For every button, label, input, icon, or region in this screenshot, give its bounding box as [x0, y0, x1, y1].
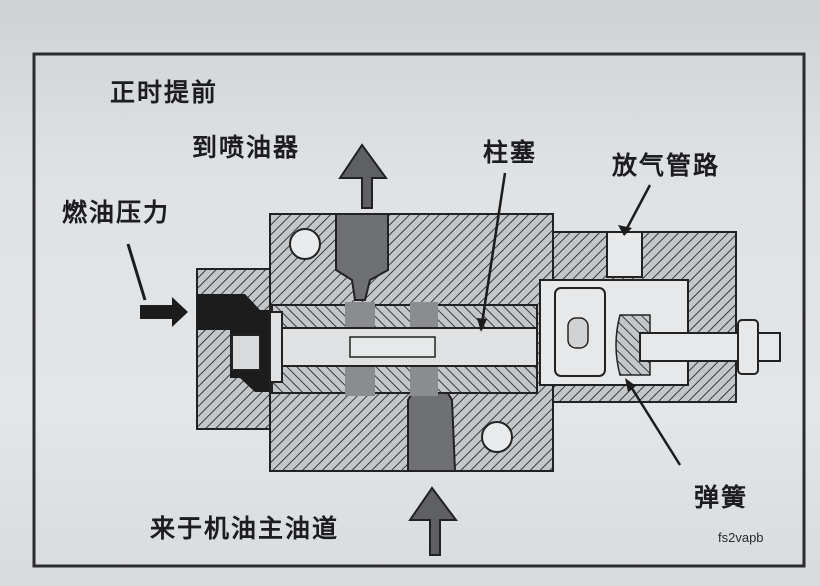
up-arrow-to-injector: [338, 143, 388, 209]
lock-nut: [737, 319, 759, 375]
label-from-main-oil-gallery: 来于机油主油道: [150, 514, 340, 543]
fuel-pressure-leader: [126, 243, 147, 301]
label-plunger: 柱塞: [483, 138, 538, 167]
label-fuel-pressure: 燃油压力: [62, 198, 171, 227]
fuel-pressure-arrow: [140, 297, 188, 327]
vent-passage: [606, 231, 643, 278]
up-arrow-from-oil: [408, 486, 458, 556]
frame-border: [32, 52, 806, 568]
label-spring: 弹簧: [694, 483, 749, 512]
label-to-injector: 到喷油器: [192, 133, 301, 162]
figure-code: fs2vapb: [718, 530, 764, 545]
label-vent-line: 放气管路: [612, 151, 721, 180]
label-timing-advance: 正时提前: [110, 78, 219, 107]
